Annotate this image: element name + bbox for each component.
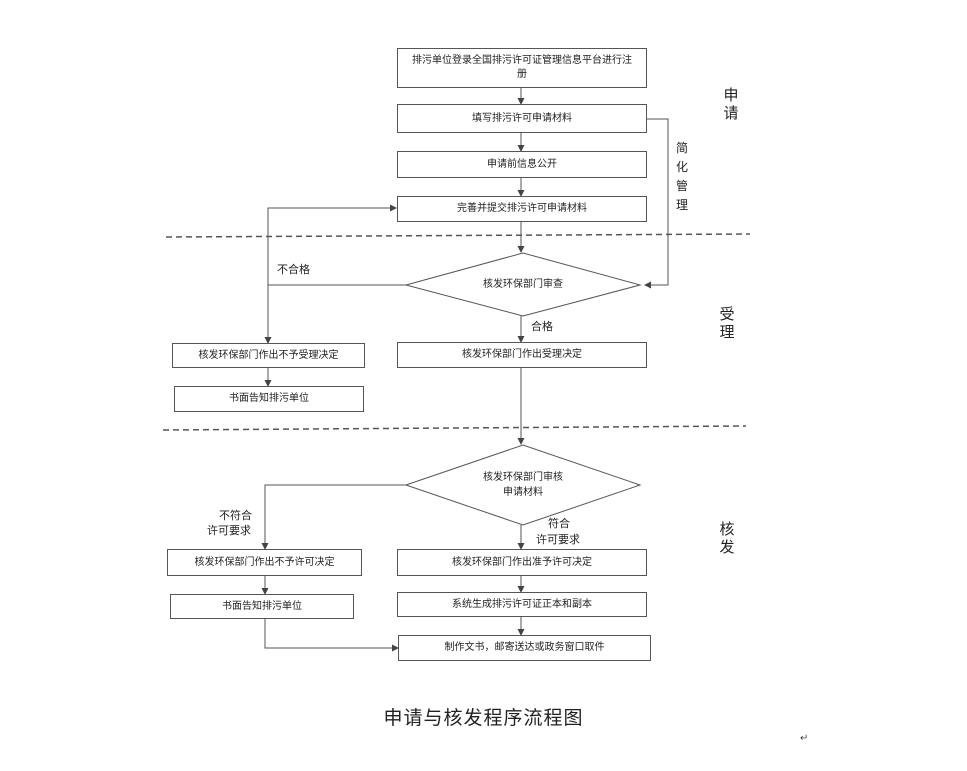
decision-audit-text-line1: 核发环保部门审核 — [483, 472, 563, 483]
edge-label-qualified: 合格 — [531, 320, 553, 333]
stage-label-apply: 申请 — [723, 86, 739, 122]
edge-label-compliant-line1: 符合 — [548, 517, 570, 530]
edge-label-noncompliant-line1: 不符合 — [219, 509, 252, 522]
box-fill-materials: 填写排污许可申请材料 — [397, 104, 647, 133]
box-generate-permit: 系统生成排污许可证正本和副本 — [397, 592, 647, 617]
stage-label-issue: 核发 — [719, 520, 735, 556]
box-reject-permit: 核发环保部门作出不予许可决定 — [167, 549, 362, 576]
edge-label-compliant-line2: 许可要求 — [536, 533, 580, 546]
stage-label-accept: 受理 — [719, 305, 735, 341]
stage-divider-1 — [165, 233, 751, 238]
arrow-simplified-management — [644, 118, 669, 289]
box-approve-permit: 核发环保部门作出准予许可决定 — [397, 549, 647, 576]
box-submit-materials: 完善并提交排污许可申请材料 — [397, 196, 647, 222]
box-notify-unit-1: 书面告知排污单位 — [174, 386, 364, 412]
decision-audit-text-line2: 申请材料 — [503, 487, 543, 498]
side-note-simplified: 简化管理 — [675, 141, 688, 212]
box-accept-decision: 核发环保部门作出受理决定 — [397, 342, 647, 368]
box-notify-unit-2: 书面告知排污单位 — [170, 594, 354, 619]
edge-label-unqualified: 不合格 — [277, 263, 310, 276]
box-reject-accept: 核发环保部门作出不予受理决定 — [172, 343, 365, 368]
paragraph-mark: ↵ — [800, 733, 809, 744]
box-public-info: 申请前信息公开 — [397, 151, 647, 178]
box-register: 排污单位登录全国排污许可证管理信息平台进行注册 — [397, 48, 647, 88]
decision-audit — [404, 444, 642, 526]
figure-caption: 申请与核发程序流程图 — [383, 707, 584, 729]
stage-divider-2 — [162, 425, 747, 431]
decision-review — [404, 252, 642, 317]
arrow-noncompliant — [261, 484, 406, 550]
arrow-unqualified — [264, 284, 406, 344]
arrow-notify-deliver — [264, 619, 399, 652]
box-deliver: 制作文书，邮寄送达或政务窗口取件 — [398, 635, 651, 661]
decision-review-text: 核发环保部门审查 — [483, 279, 563, 290]
edge-label-noncompliant-line2: 许可要求 — [207, 524, 251, 537]
arrow-review-to-submit — [267, 204, 397, 285]
